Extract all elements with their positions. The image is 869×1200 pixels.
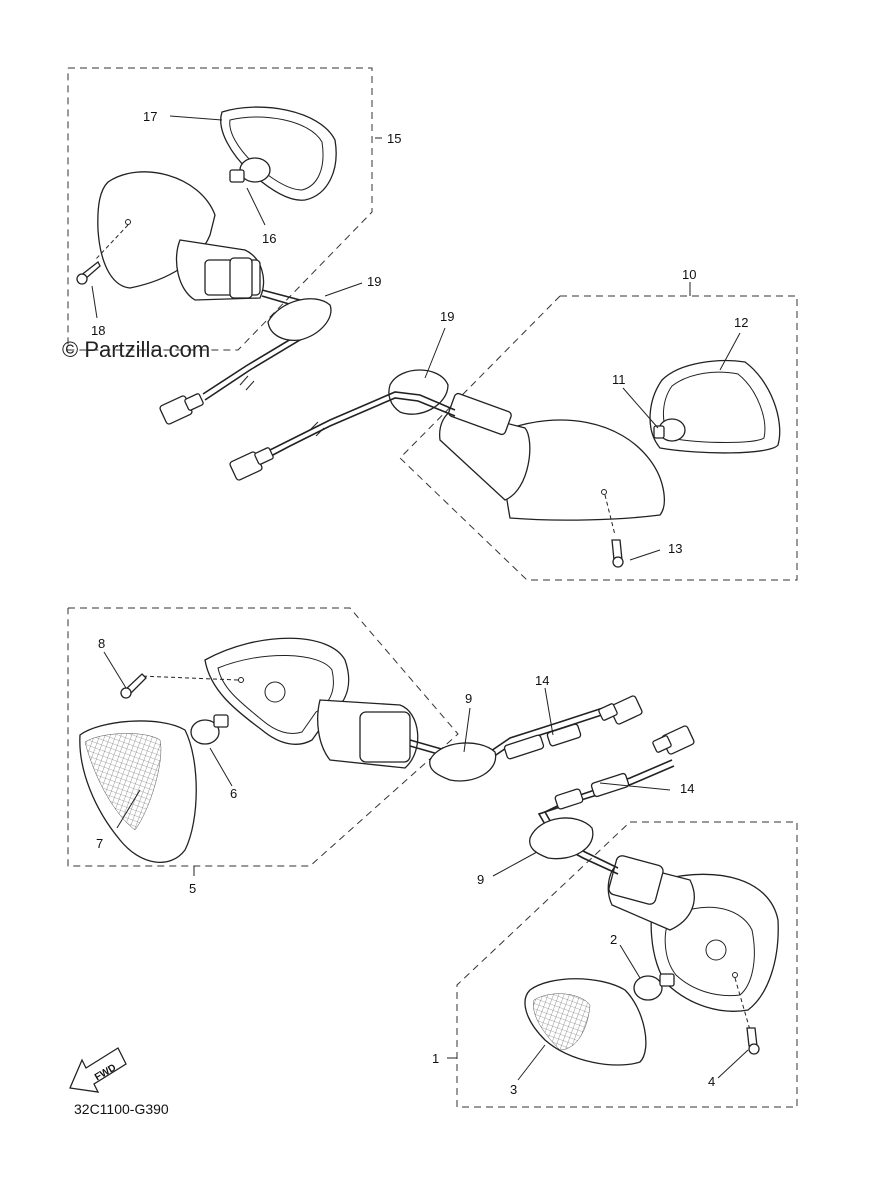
assembly-1-group — [456, 725, 798, 1108]
callout-11: 11 — [612, 372, 626, 387]
assembly-10-group — [229, 295, 798, 581]
callout-15: 15 — [387, 131, 401, 146]
screw-icon — [611, 539, 624, 568]
callout-14-upper: 14 — [535, 673, 549, 688]
callout-7: 7 — [96, 836, 103, 851]
assembly-15-group — [67, 67, 373, 425]
callout-2: 2 — [610, 932, 617, 947]
callout-8: 8 — [98, 636, 105, 651]
diagram-code: 32C1100-G390 — [74, 1101, 169, 1117]
callout-4: 4 — [708, 1074, 715, 1089]
screw-icon — [76, 261, 101, 285]
bulb-icon — [633, 973, 675, 1001]
leader-lines — [91, 115, 749, 1081]
callout-10: 10 — [682, 267, 696, 282]
callout-5: 5 — [189, 881, 196, 896]
callout-9-lower: 9 — [477, 872, 484, 887]
callout-16: 16 — [262, 231, 276, 246]
callout-14-lower: 14 — [680, 781, 694, 796]
screw-icon — [120, 673, 147, 699]
forward-arrow-icon: FWD — [69, 1047, 127, 1093]
callout-12: 12 — [734, 315, 748, 330]
bulb-icon — [190, 714, 229, 745]
assembly-5-group — [67, 607, 643, 867]
callout-17: 17 — [143, 109, 157, 124]
callout-18: 18 — [91, 323, 105, 338]
callout-6: 6 — [230, 786, 237, 801]
callouts: 17 15 16 18 19 19 10 12 11 13 8 6 7 5 9 … — [91, 109, 748, 1097]
callout-9-upper: 9 — [465, 691, 472, 706]
bulb-icon — [653, 418, 686, 442]
callout-1: 1 — [432, 1051, 439, 1066]
bulb-icon — [229, 157, 271, 183]
callout-13: 13 — [668, 541, 682, 556]
callout-19-upper: 19 — [367, 274, 381, 289]
callout-19-lower: 19 — [440, 309, 454, 324]
watermark: © Partzilla.com — [62, 337, 210, 362]
screw-icon — [746, 1027, 760, 1055]
callout-3: 3 — [510, 1082, 517, 1097]
